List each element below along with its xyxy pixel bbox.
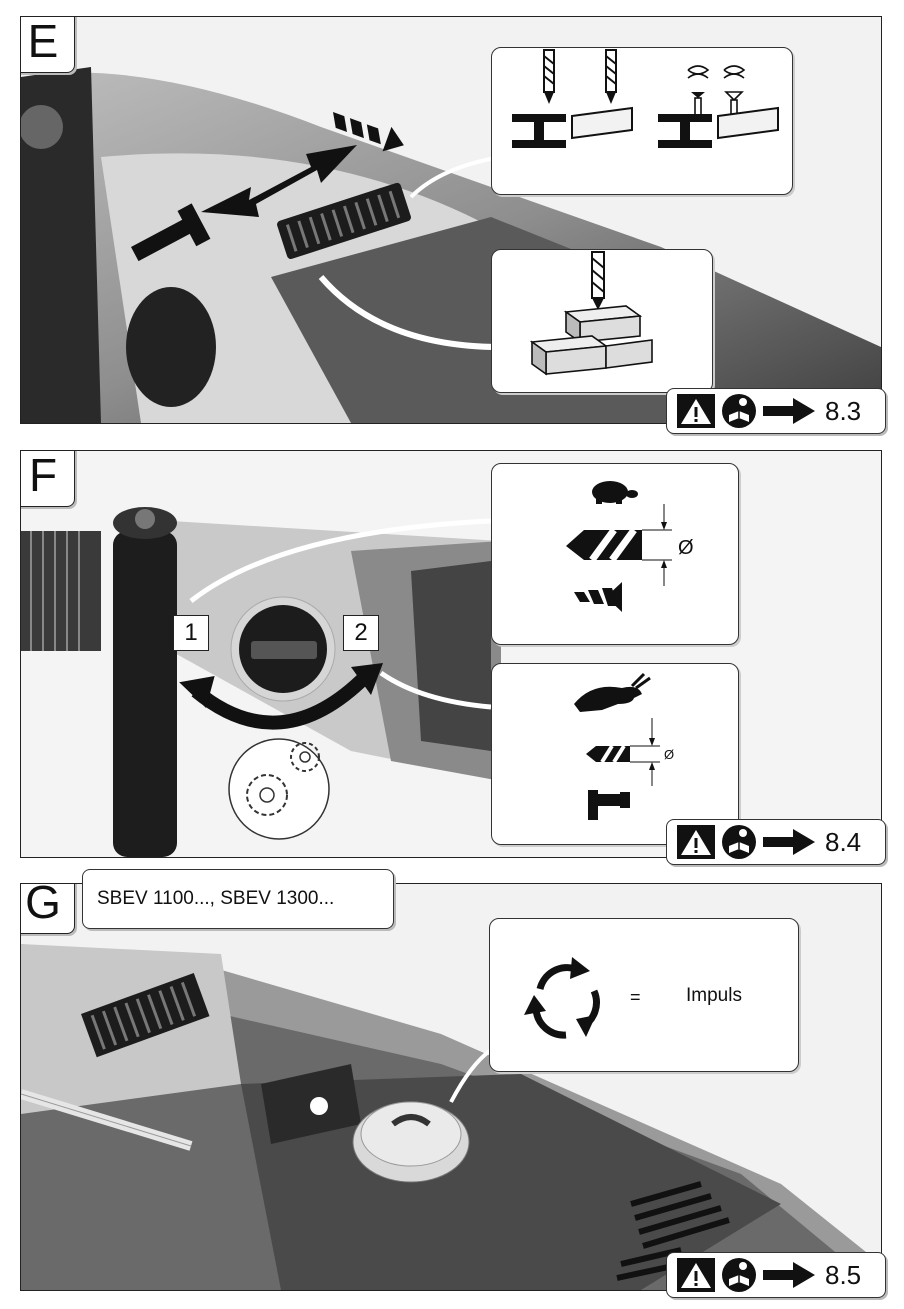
section-letter-g: G xyxy=(21,884,75,934)
drill-photo-f xyxy=(21,451,881,857)
equals-sign: = xyxy=(630,987,641,1007)
gear-position-2: 2 xyxy=(343,615,379,651)
warning-triangle-icon xyxy=(677,394,715,428)
drill-symbol-icon xyxy=(574,582,622,612)
callout-drill-wood-metal xyxy=(491,47,793,195)
drill-masonry-icon xyxy=(529,251,653,376)
warning-triangle-icon xyxy=(677,1258,715,1292)
right-arrow-icon xyxy=(763,1262,815,1288)
diameter-symbol-small: Ø xyxy=(664,747,674,762)
reference-box-e: 8.3 xyxy=(666,388,886,434)
tortoise-icon xyxy=(592,481,638,504)
gear-position-1: 1 xyxy=(173,615,209,651)
reference-number: 8.3 xyxy=(825,395,862,426)
impuls-label: Impuls xyxy=(686,985,742,1006)
large-bit-icon xyxy=(566,504,672,586)
reference-box-f: 8.4 xyxy=(666,819,886,865)
hammer-symbol-icon xyxy=(131,203,211,262)
callout-gear-1: Ø xyxy=(491,463,739,645)
warning-triangle-icon xyxy=(677,825,715,859)
panel-g: G = Impuls xyxy=(20,883,882,1291)
diameter-symbol: Ø xyxy=(678,537,694,559)
read-manual-icon xyxy=(722,1258,756,1292)
section-letter-e: E xyxy=(21,17,75,73)
callout-masonry xyxy=(491,249,713,393)
gear-2-symbols: Ø xyxy=(574,672,674,820)
read-manual-icon xyxy=(722,394,756,428)
callout-impuls: = Impuls xyxy=(489,918,799,1072)
hammer-icon xyxy=(588,790,630,820)
panel-e: E xyxy=(20,16,882,424)
right-arrow-icon xyxy=(763,398,815,424)
slide-arrow-icon xyxy=(201,145,357,217)
drill-metal-wood-screw-icon xyxy=(512,49,779,148)
hare-icon xyxy=(574,672,651,712)
gear-1-symbols: Ø xyxy=(566,481,694,612)
callout-gear-2: Ø xyxy=(491,663,739,845)
panel-f: F 1 2 Ø xyxy=(20,450,882,858)
reference-box-g: 8.5 xyxy=(666,1252,886,1298)
drill-symbol-icon xyxy=(333,112,404,152)
small-bit-icon xyxy=(586,718,660,786)
gears-icon xyxy=(228,738,330,840)
model-label: SBEV 1100..., SBEV 1300... xyxy=(82,869,394,929)
section-letter-f: F xyxy=(21,451,75,507)
reference-number: 8.4 xyxy=(825,826,862,857)
impulse-rotation-icon xyxy=(524,957,600,1039)
reference-number: 8.5 xyxy=(825,1259,862,1290)
read-manual-icon xyxy=(722,825,756,859)
right-arrow-icon xyxy=(763,829,815,855)
